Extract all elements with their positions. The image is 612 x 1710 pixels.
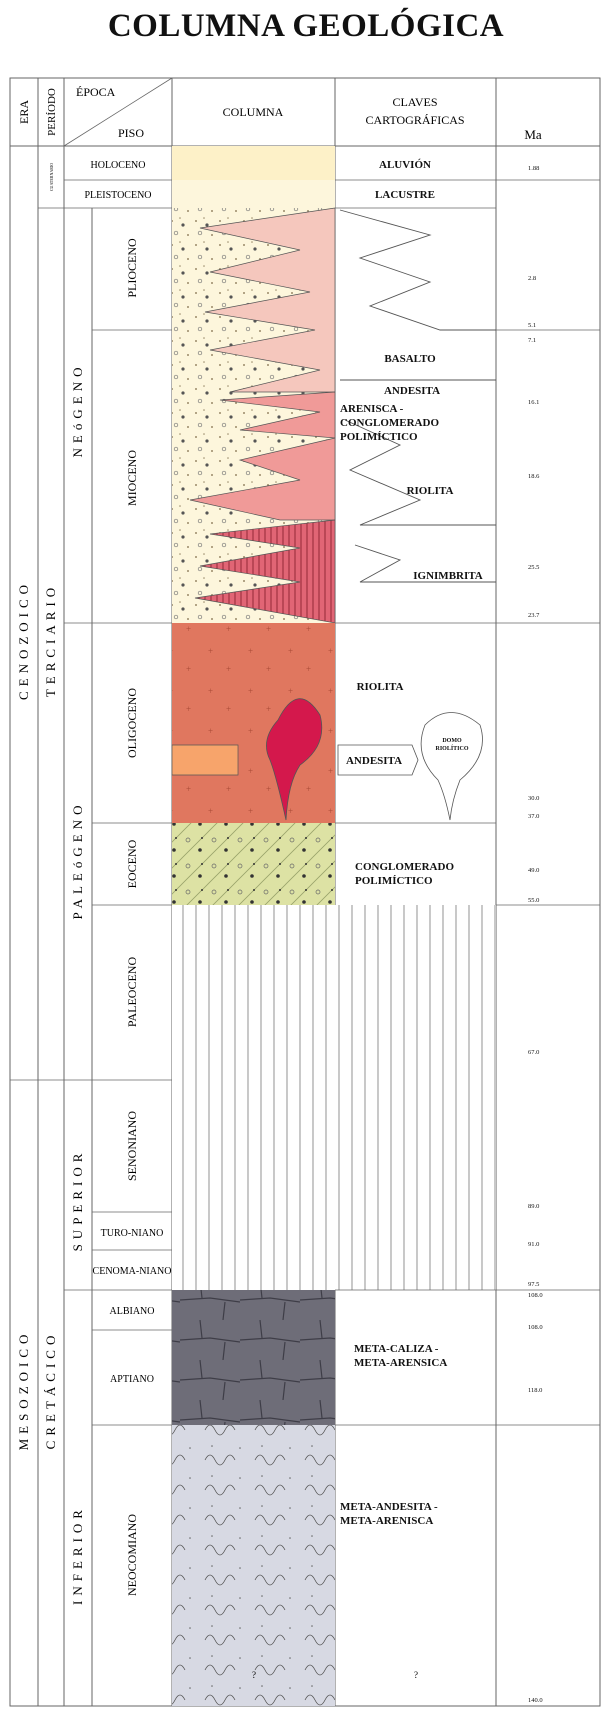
subperiod-paleogeno: PALEóGENO xyxy=(70,801,85,920)
header-periodo: PERÍODO xyxy=(46,88,58,136)
layer-meta-andesita xyxy=(172,1425,335,1706)
period-cuaternario: CUATERNARIO xyxy=(49,163,54,191)
clave-basalto: BASALTO xyxy=(384,353,436,365)
epoch-oligoceno: OLIGOCENO xyxy=(125,688,139,758)
epoch-eoceno: EOCENO xyxy=(125,839,139,888)
era-mesozoico: MESOZOICO xyxy=(16,1330,31,1451)
ma-3: 5.1 xyxy=(528,322,536,329)
ma-15: 91.0 xyxy=(528,1241,539,1248)
header-era: ERA xyxy=(17,100,31,124)
header-ma: Ma xyxy=(524,127,542,142)
clave-aluvion: ALUVIÓN xyxy=(379,159,431,171)
ma-8: 23.7 xyxy=(528,612,540,619)
ma-19: 118.0 xyxy=(528,1387,542,1394)
ma-16: 97.5 xyxy=(528,1281,539,1288)
epoch-pleistoceno: PLEISTOCENO xyxy=(84,190,151,201)
epoch-holoceno: HOLOCENO xyxy=(91,160,146,171)
epoch-senoniano: SENONIANO xyxy=(125,1111,139,1181)
period-terciario: TERCIARIO xyxy=(43,583,58,697)
clave-riolitico: RIOLÍTICO xyxy=(435,744,468,752)
ma-5: 16.1 xyxy=(528,399,539,406)
layer-aluvion xyxy=(172,146,335,180)
layer-conglomerado-eoceno xyxy=(172,823,335,905)
ma-18: 108.0 xyxy=(528,1324,543,1331)
header-claves-1: CLAVES xyxy=(392,95,437,109)
clave-riolita-2: RIOLITA xyxy=(357,681,404,693)
layer-gap-paleoceno-cretacico xyxy=(172,905,335,1290)
subperiod-neogeno: NEóGENO xyxy=(70,363,85,458)
clave-andesita-2: ANDESITA xyxy=(346,755,402,767)
header-piso: PISO xyxy=(118,126,144,140)
subperiod-superior: SUPERIOR xyxy=(70,1149,85,1252)
ma-4: 7.1 xyxy=(528,337,536,344)
clave-polimictico-2: POLIMÍCTICO xyxy=(355,875,433,887)
period-cretacico: CRETÁCICO xyxy=(43,1331,58,1450)
ma-2: 2.8 xyxy=(528,275,536,282)
clave-ignimbrita: IGNIMBRITA xyxy=(413,570,483,582)
clave-arenisca: ARENISCA - xyxy=(340,403,404,415)
clave-riolita-1: RIOLITA xyxy=(407,485,454,497)
layer-andesita-oligo xyxy=(172,745,238,775)
epoch-turoniano: TURO-NIANO xyxy=(101,1228,164,1239)
ma-6: 18.6 xyxy=(528,473,540,480)
epoch-plioceno: PLIOCENO xyxy=(125,238,139,298)
ma-1: 1.88 xyxy=(528,165,539,172)
clave-meta-andesita: META-ANDESITA - xyxy=(340,1501,438,1513)
ma-10: 37.0 xyxy=(528,813,539,820)
header-epoca: ÉPOCA xyxy=(76,85,116,99)
clave-lacustre: LACUSTRE xyxy=(375,189,435,201)
ma-9: 30.0 xyxy=(528,795,539,802)
epoch-aptiano: APTIANO xyxy=(110,1374,154,1385)
clave-meta-arensica: META-ARENSICA xyxy=(354,1357,447,1369)
claves-question-mark: ? xyxy=(414,1670,418,1680)
ma-20: 140.0 xyxy=(528,1697,543,1704)
ma-7: 25.5 xyxy=(528,564,539,571)
ma-14: 89.0 xyxy=(528,1203,539,1210)
layer-meta-caliza xyxy=(172,1290,335,1425)
clave-conglomerado-1: CONGLOMERADO xyxy=(340,417,439,429)
ma-12: 55.0 xyxy=(528,897,539,904)
subperiod-inferior: INFERIOR xyxy=(70,1505,85,1605)
column-question-mark: ? xyxy=(252,1670,256,1680)
epoch-neocomiano: NEOCOMIANO xyxy=(125,1514,139,1596)
ma-11: 49.0 xyxy=(528,867,539,874)
clave-polimictico-1: POLIMÍCTICO xyxy=(340,431,418,443)
header-columna: COLUMNA xyxy=(223,105,284,119)
epoch-cenomaniano: CENOMA-NIANO xyxy=(93,1266,172,1277)
clave-meta-arenisca: META-ARENISCA xyxy=(340,1515,433,1527)
clave-domo: DOMO xyxy=(442,738,462,744)
epoch-mioceno: MIOCENO xyxy=(125,450,139,506)
layer-lacustre xyxy=(172,180,335,208)
ma-13: 67.0 xyxy=(528,1049,539,1056)
epoch-albiano: ALBIANO xyxy=(110,1306,155,1317)
clave-meta-caliza: META-CALIZA - xyxy=(354,1343,439,1355)
clave-conglomerado-2: CONGLOMERADO xyxy=(355,861,454,873)
ma-17: 108.0 xyxy=(528,1292,543,1299)
clave-andesita-1: ANDESITA xyxy=(384,385,440,397)
header-claves-2: CARTOGRÁFICAS xyxy=(365,113,464,127)
epoch-paleoceno: PALEOCENO xyxy=(125,957,139,1028)
era-cenozoico: CENOZOICO xyxy=(16,580,31,700)
